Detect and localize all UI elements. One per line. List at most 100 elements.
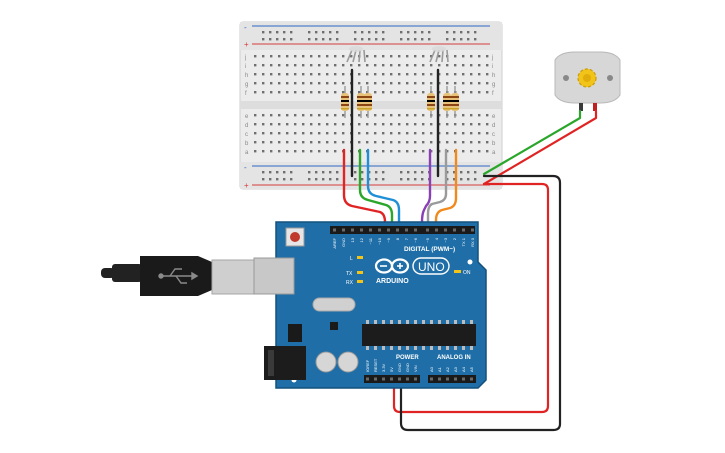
breadboard-hole xyxy=(446,141,449,144)
breadboard-hole xyxy=(278,132,281,135)
breadboard-hole xyxy=(318,114,321,117)
row-letter: j xyxy=(244,55,246,61)
breadboard-hole xyxy=(478,73,481,76)
rail-hole xyxy=(382,178,385,181)
usb-cable[interactable] xyxy=(101,256,255,296)
breadboard-hole xyxy=(390,141,393,144)
header-pin xyxy=(435,228,438,232)
breadboard-hole xyxy=(342,141,345,144)
breadboard-hole xyxy=(302,132,305,135)
breadboard-hole xyxy=(358,64,361,67)
breadboard-hole xyxy=(294,64,297,67)
header-pin xyxy=(454,377,457,381)
resistor-group-left[interactable] xyxy=(341,86,372,118)
rail-hole xyxy=(400,31,403,34)
breadboard-hole xyxy=(334,150,337,153)
analog-pin-label: A1 xyxy=(437,366,442,372)
chip-leg xyxy=(414,346,417,350)
analog-pin-label: A4 xyxy=(461,366,466,372)
power-pin-label: 3.3V xyxy=(381,363,386,372)
chip-leg xyxy=(454,346,457,350)
resistor[interactable] xyxy=(364,86,372,118)
breadboard-hole xyxy=(310,55,313,58)
resistor[interactable] xyxy=(443,86,451,118)
breadboard-hole xyxy=(302,64,305,67)
breadboard-hole xyxy=(286,123,289,126)
wire-green[interactable] xyxy=(482,109,582,176)
wire-red[interactable] xyxy=(342,148,387,234)
breadboard-hole xyxy=(454,82,457,85)
breadboard-hole xyxy=(254,64,257,67)
breadboard-hole xyxy=(438,73,441,76)
chip-leg xyxy=(430,320,433,324)
breadboard-hole xyxy=(302,141,305,144)
wire-blue[interactable] xyxy=(366,148,401,234)
header-pin xyxy=(414,228,417,232)
rail-hole xyxy=(453,38,456,41)
breadboard-hole xyxy=(454,132,457,135)
digital-pin-label: 8 xyxy=(395,237,400,240)
wire-red[interactable] xyxy=(392,182,550,414)
breadboard-hole xyxy=(334,73,337,76)
wire-gray[interactable] xyxy=(426,148,448,234)
breadboard-hole xyxy=(342,55,345,58)
breadboard-hole xyxy=(406,82,409,85)
breadboard-hole xyxy=(278,114,281,117)
breadboard-hole xyxy=(398,64,401,67)
reset-button[interactable] xyxy=(285,227,305,247)
header-pin xyxy=(405,228,408,232)
led-right[interactable] xyxy=(429,46,449,63)
breadboard-hole xyxy=(254,141,257,144)
wire-black[interactable] xyxy=(399,174,562,432)
wire-orange[interactable] xyxy=(434,148,458,234)
rail-hole xyxy=(276,178,279,181)
rail-hole xyxy=(361,178,364,181)
breadboard-hole xyxy=(278,141,281,144)
breadboard-hole xyxy=(406,55,409,58)
breadboard-hole xyxy=(366,55,369,58)
wire-red[interactable] xyxy=(482,109,598,186)
breadboard-hole xyxy=(286,150,289,153)
breadboard-hole xyxy=(334,123,337,126)
breadboard-hole xyxy=(454,141,457,144)
resistor[interactable] xyxy=(357,86,365,118)
breadboard-hole xyxy=(398,114,401,117)
rail-hole xyxy=(315,31,318,34)
breadboard-hole xyxy=(318,123,321,126)
power-pin-label: IOREF xyxy=(365,359,370,372)
breadboard-hole xyxy=(478,82,481,85)
breadboard-hole xyxy=(270,55,273,58)
breadboard-hole xyxy=(358,82,361,85)
rail-hole xyxy=(322,38,325,41)
breadboard-hole xyxy=(470,55,473,58)
breadboard-hole xyxy=(270,82,273,85)
breadboard-hole xyxy=(318,82,321,85)
row-letter: d xyxy=(245,123,248,129)
breadboard-hole xyxy=(446,64,449,67)
rail-hole xyxy=(446,31,449,34)
breadboard-hole xyxy=(486,123,489,126)
rail-hole xyxy=(336,31,339,34)
breadboard-hole xyxy=(414,132,417,135)
breadboard-hole xyxy=(326,150,329,153)
row-letter: h xyxy=(245,73,248,79)
resistor[interactable] xyxy=(451,86,459,118)
chip-leg xyxy=(398,320,401,324)
breadboard-hole xyxy=(286,91,289,94)
breadboard-hole xyxy=(278,82,281,85)
breadboard-hole xyxy=(262,132,265,135)
chip-leg xyxy=(398,346,401,350)
dc-motor[interactable] xyxy=(554,51,621,111)
wire-purple[interactable] xyxy=(420,148,432,234)
resistor[interactable] xyxy=(427,86,435,118)
chip-leg xyxy=(446,320,449,324)
breadboard-hole xyxy=(310,141,313,144)
breadboard-hole xyxy=(382,73,385,76)
resistor[interactable] xyxy=(341,86,349,118)
rail-hole xyxy=(446,38,449,41)
wire-green[interactable] xyxy=(358,148,394,234)
led-left[interactable] xyxy=(346,46,366,63)
resistor-group-right[interactable] xyxy=(427,86,459,118)
breadboard-hole xyxy=(326,55,329,58)
